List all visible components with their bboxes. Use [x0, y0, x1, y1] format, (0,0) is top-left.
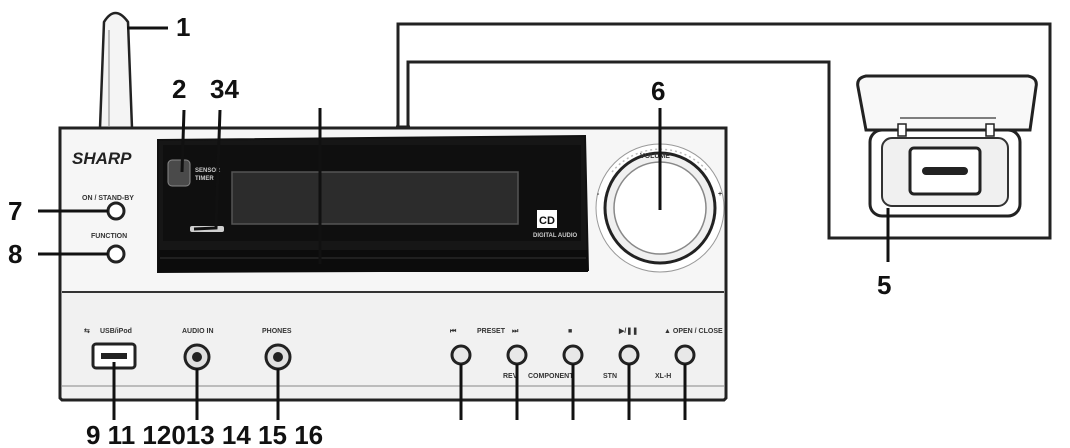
leader-lines	[38, 26, 890, 420]
cd-logo	[537, 210, 557, 228]
svg-text:STN: STN	[603, 373, 617, 380]
svg-text:REV: REV	[503, 373, 518, 380]
svg-text:ON / STAND-BY: ON / STAND-BY	[82, 195, 134, 202]
svg-text:▶/❚❚: ▶/❚❚	[618, 327, 638, 335]
phones-jack[interactable]	[264, 343, 292, 371]
open-close-button[interactable]	[674, 344, 696, 366]
disc-tray	[158, 250, 588, 272]
callout-5: 5	[877, 270, 891, 300]
callout-bottom-left: 9 11 12013 14 15 16	[86, 420, 323, 448]
callout-8: 8	[8, 239, 22, 269]
antenna	[98, 11, 134, 129]
svg-text:+: +	[718, 191, 722, 198]
display-module: SENSOR TIMER CD DIGITAL AUDIO	[157, 134, 590, 274]
svg-text:⏮: ⏮	[450, 328, 457, 335]
callout-6: 6	[651, 76, 665, 106]
next-preset-button[interactable]	[506, 344, 528, 366]
svg-text:COMPONENT: COMPONENT	[528, 373, 574, 380]
previous-preset-button[interactable]	[450, 344, 472, 366]
svg-text:XL-H: XL-H	[655, 373, 671, 380]
svg-text:USB/iPod: USB/iPod	[100, 328, 132, 335]
svg-text:▲ OPEN / CLOSE: ▲ OPEN / CLOSE	[664, 328, 723, 335]
stop-button[interactable]	[562, 344, 584, 366]
svg-text:SENSOR: SENSOR	[195, 168, 221, 174]
function-button[interactable]	[106, 244, 126, 264]
svg-text:VOLUME: VOLUME	[640, 153, 670, 160]
svg-text:CD: CD	[539, 215, 555, 227]
svg-text:PRESET: PRESET	[477, 328, 506, 335]
brand-logo: SHARP	[72, 149, 132, 168]
callout-1: 1	[176, 12, 190, 42]
on-standby-button[interactable]	[106, 201, 126, 221]
svg-text:-: -	[597, 191, 600, 198]
svg-text:FUNCTION: FUNCTION	[91, 233, 127, 240]
display-window	[231, 171, 519, 225]
callout-2: 2	[172, 74, 186, 104]
play-pause-button[interactable]	[618, 344, 640, 366]
callout-7: 7	[8, 196, 22, 226]
svg-text:PHONES: PHONES	[262, 328, 292, 335]
svg-text:■: ■	[568, 328, 572, 335]
svg-text:⏭: ⏭	[512, 328, 519, 335]
svg-text:DIGITAL AUDIO: DIGITAL AUDIO	[533, 233, 578, 239]
svg-text:⇆: ⇆	[84, 327, 90, 335]
remote-sensor	[167, 159, 191, 187]
ipod-dock-inset	[396, 22, 1052, 240]
callout-34: 34	[210, 74, 239, 104]
svg-text:AUDIO IN: AUDIO IN	[182, 328, 214, 335]
svg-text:TIMER: TIMER	[195, 176, 214, 182]
usb-port[interactable]: ⇆ USB/iPod	[84, 327, 137, 370]
audio-in-jack[interactable]	[183, 343, 211, 371]
